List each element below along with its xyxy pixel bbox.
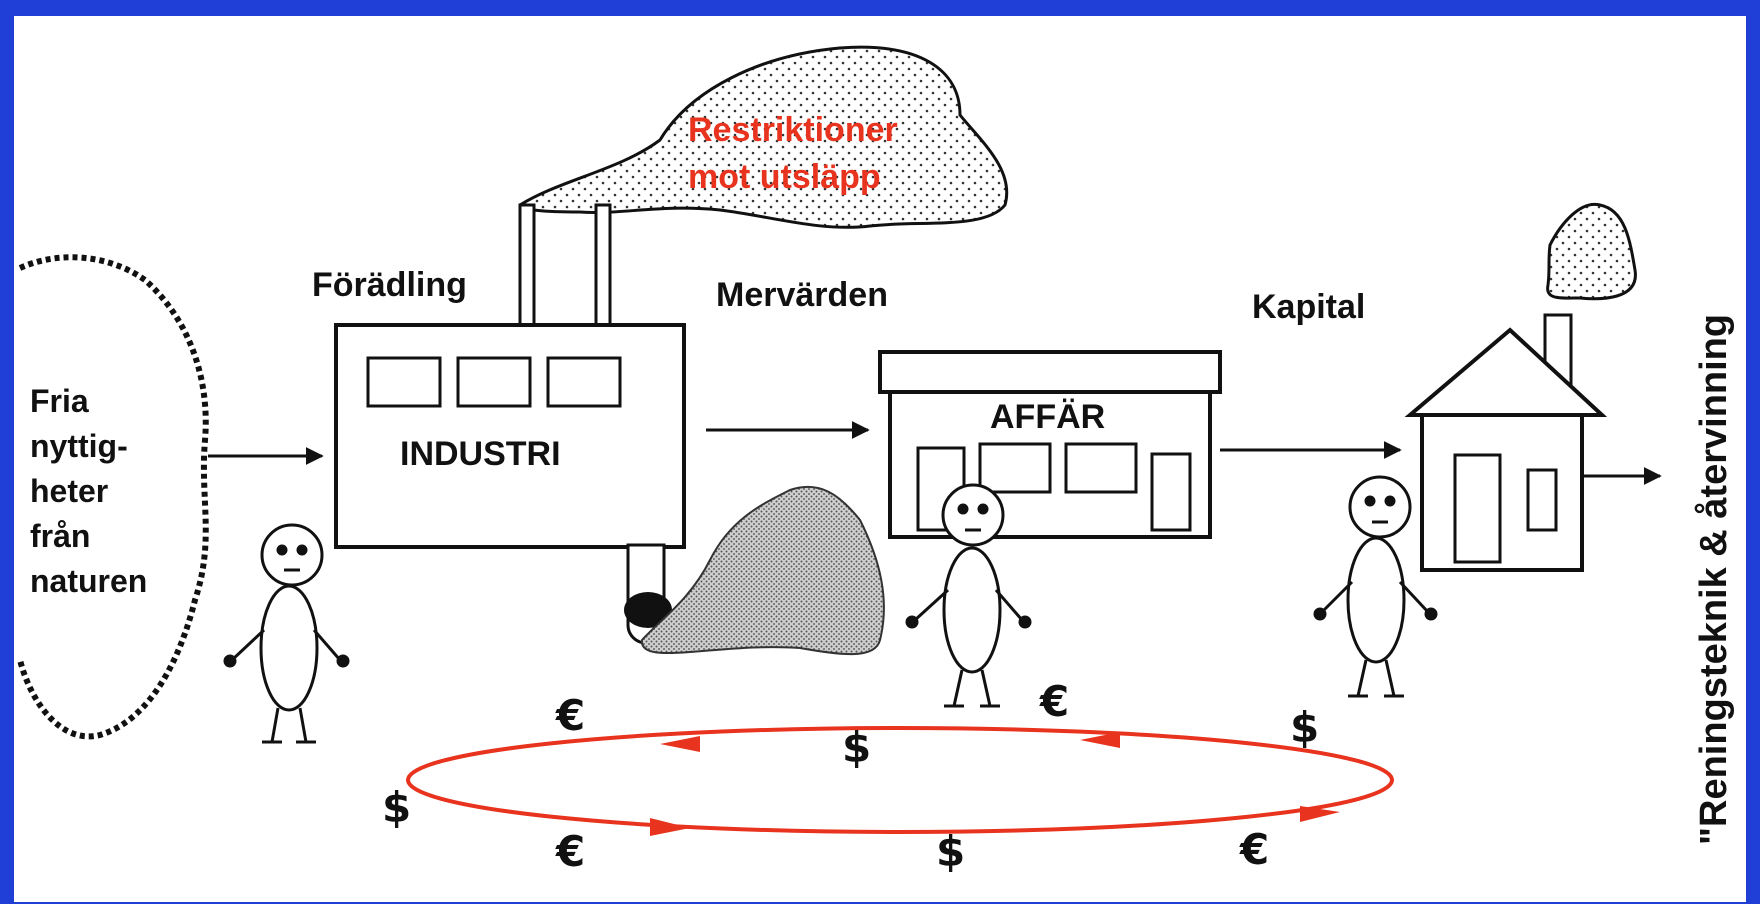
mervarden-label: Mervärden xyxy=(716,276,888,314)
emission-cloud xyxy=(518,45,1009,229)
affar-label: AFFÄR xyxy=(990,398,1105,436)
industry-building xyxy=(334,203,686,645)
dollar-symbol: $ xyxy=(842,723,871,772)
nature-cloud xyxy=(17,254,209,740)
nature-label: Fria nyttig- heter från naturen xyxy=(30,383,147,599)
kapital-label: Kapital xyxy=(1252,288,1365,326)
fria-line-2: nyttig- xyxy=(30,428,128,464)
dollar-symbol: $ xyxy=(382,783,411,832)
fria-line-5: naturen xyxy=(30,563,147,599)
fria-line-3: heter xyxy=(30,473,108,509)
euro-symbol: € xyxy=(1039,677,1069,726)
house-smoke xyxy=(1546,202,1637,301)
money-arrow-2 xyxy=(1080,732,1120,748)
euro-symbol: € xyxy=(555,691,585,740)
euro-symbol: € xyxy=(1239,825,1269,874)
fria-line-4: från xyxy=(30,518,90,554)
fria-line-1: Fria xyxy=(30,383,89,419)
dollar-symbol: $ xyxy=(1290,703,1319,752)
foradling-label: Förädling xyxy=(312,266,467,304)
dollar-symbol: $ xyxy=(936,827,965,876)
money-cycle xyxy=(406,726,1394,836)
money-arrow-3 xyxy=(650,818,690,836)
restriktioner-line-1: Restriktioner xyxy=(688,111,898,149)
money-arrow-1 xyxy=(660,736,700,752)
store-building xyxy=(878,350,1222,539)
person-store xyxy=(905,483,1032,708)
industri-label: INDUSTRI xyxy=(400,435,561,473)
euro-symbol: € xyxy=(555,827,585,876)
reningsteknik-label: "Reningsteknik & återvinning xyxy=(1693,314,1735,845)
house xyxy=(1404,202,1637,572)
person-nature xyxy=(223,523,350,744)
waste-blob xyxy=(640,485,885,656)
money-arrow-4 xyxy=(1300,806,1340,822)
person-house xyxy=(1313,475,1438,698)
restriktioner-line-2: mot utsläpp xyxy=(688,158,881,196)
